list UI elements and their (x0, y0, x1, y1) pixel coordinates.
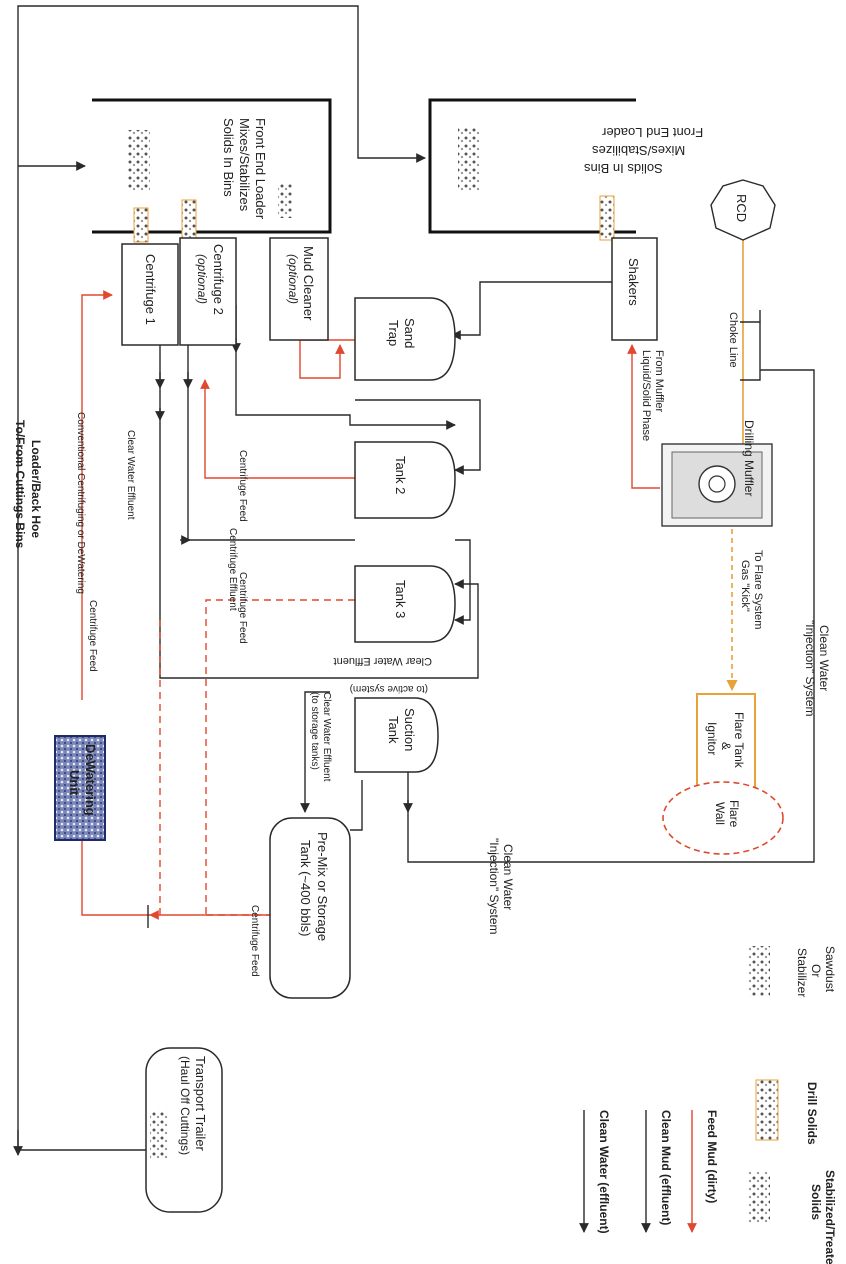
gas-kick-label-1: Gas "Kick" (739, 560, 751, 612)
legend-clean-water: Clean Water (effluent) (597, 1110, 611, 1234)
bin-left-line1: Front End Loader (253, 118, 268, 220)
centrifuge2-line2: (optional) (195, 254, 209, 304)
liquid-solid-label-1: Liquid/Solid Phase (640, 350, 652, 441)
loader-backhoe-1: Loader/Back Hoe (29, 440, 43, 538)
stabilized-solids-pile (128, 130, 150, 192)
bin-right-line2: Mixes/Stabilizes (592, 143, 686, 158)
centrifuge-2[interactable]: Centrifuge 2 (optional) (179, 237, 237, 346)
tank-3[interactable]: Tank 3 (354, 565, 456, 643)
trailer-line2: (Haul Off Cuttings) (178, 1056, 192, 1155)
legend-sawdust-3: Stabilizer (795, 948, 809, 997)
cwe-active-line2: (to active system) (350, 683, 428, 694)
bin-left-line2: Mixes/Stabilizes (237, 118, 252, 212)
centrifuge-feed-dewater-1: Centrifuge Feed (87, 600, 98, 672)
shakers-label: Shakers (626, 258, 641, 306)
flare-tank-line3: Ignitor (705, 722, 719, 755)
mud-cleaner-line1: Mud Cleaner (301, 246, 316, 321)
sand-trap-line1: Sand (402, 318, 417, 348)
flow-lines (13, 5, 815, 1156)
legend-stabilized-1: Stabilized/Treated (823, 1170, 837, 1264)
drill-solids-pile-2 (181, 199, 197, 241)
bin-left-line3: Solids In Bins (221, 118, 236, 197)
drilling-muffler (661, 443, 773, 527)
suction-tank[interactable]: Suction Tank (354, 697, 439, 773)
legend-stabilized-swatch (748, 1172, 770, 1224)
clear-water-effluent-v-label: Clear Water Effluent (125, 430, 136, 520)
cwe-storage-line1: Clear Water Effluent (321, 692, 332, 782)
bin-right-line3: Solids In Bins (584, 161, 663, 176)
gas-kick-label-2: To Flare System (752, 550, 764, 629)
shakers[interactable]: Shakers (611, 237, 658, 341)
centrifuge-1[interactable]: Centrifuge 1 (121, 243, 179, 346)
legend-sawdust-swatch (748, 946, 770, 996)
premix-line1: Pre-Mix or Storage (315, 832, 330, 941)
flare-tank-line1: Flare Tank (732, 712, 746, 769)
rcd: RCD (710, 179, 776, 241)
tank3-label: Tank 3 (393, 580, 408, 618)
loader-backhoe-2: To/From Cuttings Bins (13, 420, 27, 549)
trailer-line1: Transport Trailer (193, 1056, 208, 1152)
mud-cleaner-line2: (optional) (286, 254, 300, 304)
choke-line-label: Choke Line (727, 312, 739, 368)
flare-tank: Flare Tank & Ignitor (696, 693, 756, 793)
legend-sawdust-2: Or (809, 964, 823, 977)
legend-stabilized-2: Solids (809, 1184, 823, 1220)
clean-water-bottom-1: Clean Water (501, 844, 515, 910)
centrifuge-feed-dewater-2: Conventional Centrifuging or DeWatering (75, 412, 86, 594)
premix-line2: Tank (~400 bbls) (298, 840, 313, 936)
flare-wall-line2: Wall (713, 802, 727, 825)
dewatering-line2: Unit (67, 770, 82, 796)
centrifuge-feed-premix-label: Centrifuge Feed (249, 905, 260, 977)
centrifuge2-line1: Centrifuge 2 (211, 244, 226, 315)
muffler-label: Drilling Muffler (742, 420, 756, 496)
cwe-active-line1: Clear Water Effluent (334, 655, 432, 667)
tank2-label: Tank 2 (393, 456, 408, 494)
sawdust-pile (278, 184, 292, 218)
premix-storage-tank[interactable]: Pre-Mix or Storage Tank (~400 bbls) (269, 817, 351, 999)
legend-feed-mud: Feed Mud (dirty) (705, 1110, 719, 1203)
flare-tank-line2: & (719, 742, 733, 750)
stabilized-solids-pile-right (458, 126, 480, 192)
trailer-cuttings (150, 1110, 168, 1160)
solids-bin-right: Front End Loader Mixes/Stabilizes Solids… (428, 98, 703, 241)
liquid-solid-label-2: From Muffler (653, 350, 665, 412)
cwe-storage-line2: (to storage tanks) (309, 692, 320, 770)
rcd-label: RCD (734, 194, 749, 222)
centrifuge-feed-tank2-label: Centrifuge Feed (237, 450, 248, 522)
flare-wall-line1: Flare (727, 800, 741, 828)
sand-trap-line2: Trap (386, 320, 401, 346)
centrifuge-feed-tank3-label: Centrifuge Feed (237, 572, 248, 644)
solids-bin-left: Front End Loader Mixes/Stabilizes Solids… (92, 98, 332, 243)
centrifuge1-label: Centrifuge 1 (143, 254, 158, 325)
clean-water-bottom-2: "Injection" System (487, 838, 501, 935)
legend-clean-mud: Clean Mud (effluent) (659, 1110, 673, 1225)
clean-water-top-2: "Injection" System (803, 620, 817, 717)
dewatering-unit[interactable]: DeWatering Unit (54, 735, 106, 841)
flare-wall: Flare Wall (662, 781, 784, 855)
drill-solids-pile (133, 207, 149, 243)
dewatering-line1: DeWatering (83, 744, 98, 816)
suction-tank-line2: Tank (386, 716, 401, 744)
sand-trap[interactable]: Sand Trap (354, 297, 456, 381)
legend-sawdust-1: Sawdust (823, 946, 837, 993)
clean-water-top-1: Clean Water (817, 625, 831, 691)
tank-2[interactable]: Tank 2 (354, 441, 456, 519)
legend-drill-solids: Drill Solids (805, 1082, 819, 1145)
mud-cleaner[interactable]: Mud Cleaner (optional) (269, 237, 329, 341)
legend-drill-solids-swatch (755, 1079, 779, 1141)
legend: Sawdust Or Stabilizer Drill Solids Stabi… (579, 946, 837, 1264)
centrifuge-effluent-label: Centrifuge Effluent (227, 528, 238, 611)
transport-trailer: Transport Trailer (Haul Off Cuttings) (145, 1047, 223, 1213)
bin-right-line1: Front End Loader (601, 125, 703, 140)
suction-tank-line1: Suction (402, 708, 417, 751)
drill-solids-pile-right (599, 195, 615, 241)
